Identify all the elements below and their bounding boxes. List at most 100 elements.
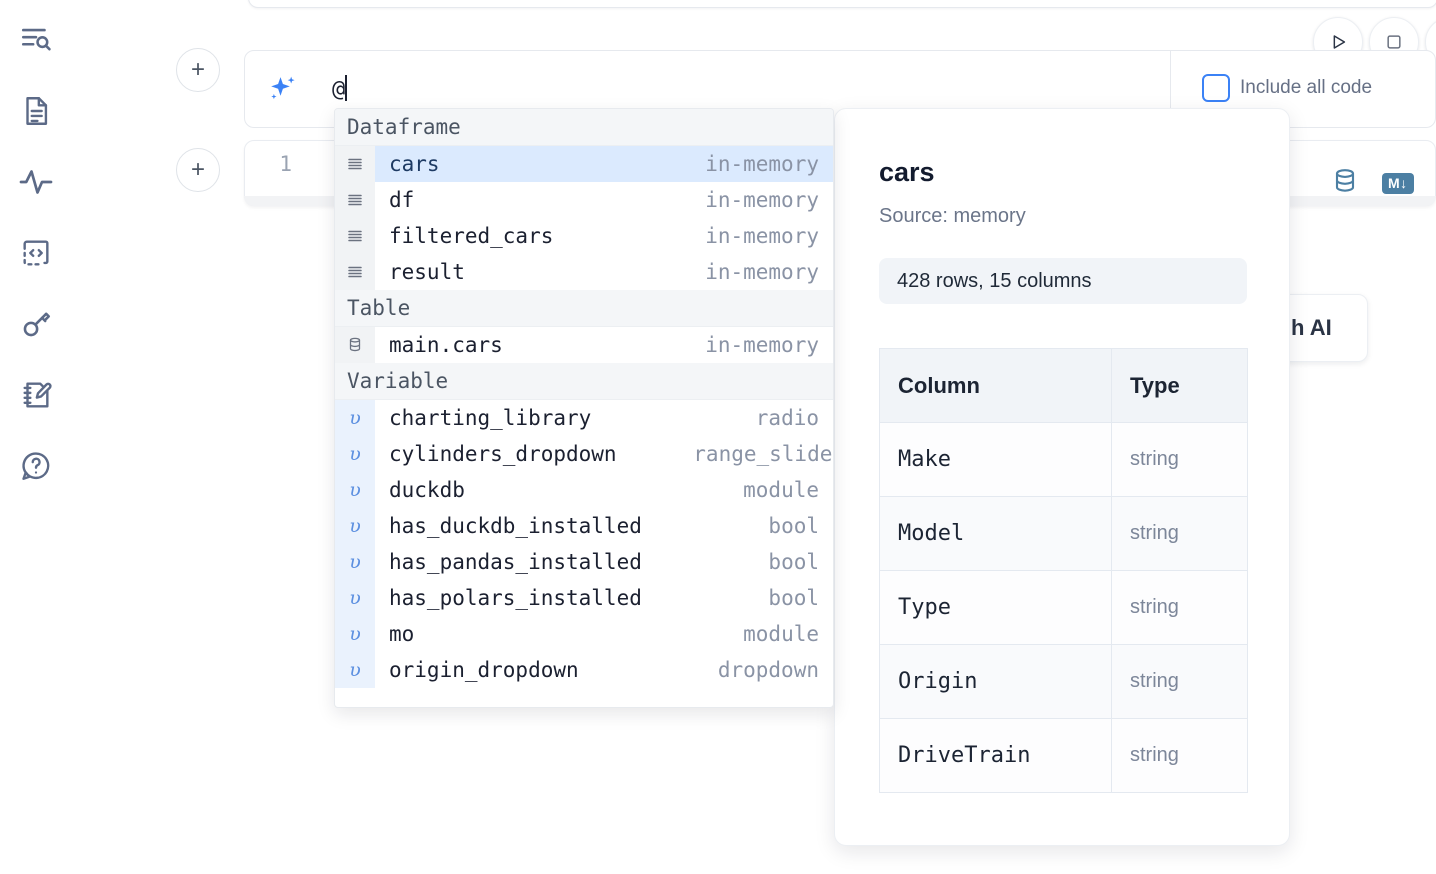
with-ai-label: h AI bbox=[1291, 315, 1332, 340]
schema-column-name: DriveTrain bbox=[879, 718, 1112, 793]
preview-stats: 428 rows, 15 columns bbox=[879, 258, 1247, 304]
preview-title: cars bbox=[879, 157, 935, 187]
with-ai-button[interactable]: h AI bbox=[1276, 294, 1368, 362]
add-cell-below-button[interactable]: + bbox=[176, 148, 220, 192]
variable-icon: υ bbox=[335, 472, 375, 508]
autocomplete-option-type: radio bbox=[755, 406, 819, 430]
autocomplete-option[interactable]: cars in-memory bbox=[335, 146, 833, 182]
schema-column-name: Origin bbox=[879, 644, 1112, 719]
dataframe-icon bbox=[335, 182, 375, 218]
schema-column-type: string bbox=[1111, 496, 1248, 571]
autocomplete-option-type: in-memory bbox=[705, 152, 819, 176]
schema-column-type: string bbox=[1111, 422, 1248, 497]
autocomplete-option-type: bool bbox=[768, 550, 819, 574]
autocomplete-option-type: module bbox=[743, 622, 819, 646]
toolbar-divider bbox=[1170, 51, 1171, 128]
include-all-code-label: Include all code bbox=[1240, 77, 1373, 98]
schema-column-name: Type bbox=[879, 570, 1112, 645]
add-cell-above-button[interactable]: + bbox=[176, 48, 220, 92]
key-icon[interactable] bbox=[12, 300, 60, 348]
markdown-badge[interactable]: M↓ bbox=[1382, 173, 1414, 194]
sparkle-icon bbox=[264, 72, 300, 108]
notebook-edit-icon[interactable] bbox=[12, 371, 60, 419]
autocomplete-option-type: module bbox=[743, 478, 819, 502]
autocomplete-option[interactable]: υ has_pandas_installed bool bbox=[335, 544, 833, 580]
schema-column-name: Make bbox=[879, 422, 1112, 497]
autocomplete-option-type: dropdown bbox=[717, 658, 819, 682]
autocomplete-option-name: has_duckdb_installed bbox=[389, 514, 642, 538]
variable-icon: υ bbox=[335, 652, 375, 688]
variable-icon: υ bbox=[335, 508, 375, 544]
preview-source: Source: memory bbox=[879, 205, 1026, 227]
variable-icon: υ bbox=[335, 544, 375, 580]
autocomplete-option-type: in-memory bbox=[705, 333, 819, 357]
autocomplete-group-header: Dataframe bbox=[335, 109, 833, 146]
schema-column-type: string bbox=[1111, 718, 1248, 793]
autocomplete-option-name: has_polars_installed bbox=[389, 586, 642, 610]
autocomplete-option-type: in-memory bbox=[705, 188, 819, 212]
dataframe-icon bbox=[335, 146, 375, 182]
autocomplete-group-header: Table bbox=[335, 290, 833, 327]
autocomplete-option-name: charting_library bbox=[389, 406, 592, 430]
autocomplete-option[interactable]: υ has_duckdb_installed bool bbox=[335, 508, 833, 544]
code-icon[interactable] bbox=[12, 229, 60, 277]
schema-column-type: string bbox=[1111, 570, 1248, 645]
autocomplete-option-name: has_pandas_installed bbox=[389, 550, 642, 574]
autocomplete-option-type: bool bbox=[768, 514, 819, 538]
include-all-code-checkbox[interactable] bbox=[1202, 74, 1230, 102]
autocomplete-option-type: range_slider bbox=[693, 442, 834, 466]
database-icon[interactable] bbox=[1330, 166, 1360, 201]
autocomplete-option[interactable]: main.cars in-memory bbox=[335, 327, 833, 363]
schema-column-type: string bbox=[1111, 644, 1248, 719]
ai-prompt-input[interactable]: @ bbox=[332, 70, 1152, 110]
explore-icon[interactable] bbox=[12, 16, 60, 64]
autocomplete-option[interactable]: df in-memory bbox=[335, 182, 833, 218]
dataframe-icon bbox=[335, 218, 375, 254]
autocomplete-option-name: duckdb bbox=[389, 478, 465, 502]
autocomplete-option-type: in-memory bbox=[705, 224, 819, 248]
plus-icon: + bbox=[190, 156, 205, 183]
autocomplete-option-type: in-memory bbox=[705, 260, 819, 284]
table-icon bbox=[335, 327, 375, 363]
header-column: Column bbox=[879, 348, 1112, 423]
autocomplete-option-name: result bbox=[389, 260, 465, 284]
dataframe-icon bbox=[335, 254, 375, 290]
autocomplete-option-name: mo bbox=[389, 622, 415, 646]
ai-prompt-value: @ bbox=[332, 77, 346, 102]
document-icon[interactable] bbox=[12, 87, 60, 135]
text-cursor bbox=[345, 75, 348, 101]
include-all-code-toggle[interactable]: Include all code bbox=[1202, 74, 1372, 102]
autocomplete-option[interactable]: υ has_polars_installed bool bbox=[335, 580, 833, 616]
variable-icon: υ bbox=[335, 436, 375, 472]
autocomplete-option-name: cars bbox=[389, 152, 440, 176]
help-icon[interactable] bbox=[12, 442, 60, 490]
line-number: 1 bbox=[279, 152, 292, 176]
autocomplete-group-header: Variable bbox=[335, 363, 833, 400]
activity-icon[interactable] bbox=[12, 158, 60, 206]
autocomplete-option[interactable]: filtered_cars in-memory bbox=[335, 218, 833, 254]
autocomplete-option-type: bool bbox=[768, 586, 819, 610]
autocomplete-option[interactable]: result in-memory bbox=[335, 254, 833, 290]
table-header-row: Column Type bbox=[879, 348, 1248, 423]
plus-icon: + bbox=[190, 56, 205, 83]
autocomplete-option-name: filtered_cars bbox=[389, 224, 554, 248]
variable-icon: υ bbox=[335, 580, 375, 616]
autocomplete-option-name: df bbox=[389, 188, 415, 212]
variable-icon: υ bbox=[335, 616, 375, 652]
dataframe-preview-panel: cars Source: memory 428 rows, 15 columns… bbox=[834, 108, 1290, 846]
previous-cell-edge bbox=[248, 0, 1436, 8]
autocomplete-option-name: main.cars bbox=[389, 333, 503, 357]
cell-action-icons: M↓ bbox=[1330, 166, 1414, 201]
